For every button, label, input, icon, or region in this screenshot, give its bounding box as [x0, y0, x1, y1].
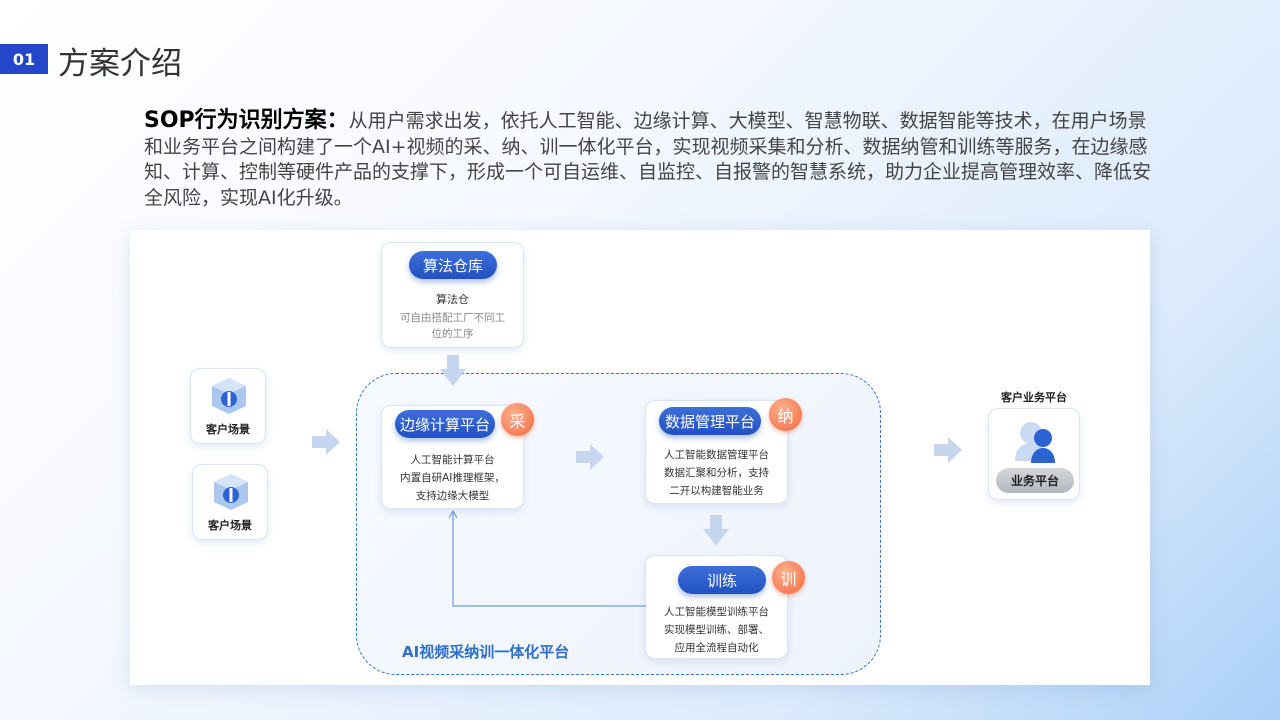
- collect-badge: 采: [501, 403, 534, 436]
- business-platform-pill: 业务平台: [996, 468, 1074, 493]
- right-arrow-icon: [576, 444, 604, 470]
- training-desc-1: 人工智能模型训练平台: [664, 606, 769, 618]
- algo-warehouse-card: 算法仓库 算法仓 可自由搭配工厂不同工 位的工序: [381, 242, 524, 348]
- intro-body: 从用户需求出发，依托人工智能、边缘计算、大模型、智慧物联、数据智能等技术，在用户…: [144, 110, 1152, 209]
- feedback-loop-arrow: [448, 509, 646, 607]
- manage-badge: 纳: [769, 398, 802, 431]
- data-management-card: 人工智能数据管理平台 数据汇聚和分析，支持 二开以构建智能业务: [645, 400, 788, 504]
- data-desc-1: 人工智能数据管理平台: [664, 449, 769, 461]
- edge-desc-2: 内置自研AI推理框架，: [400, 472, 505, 484]
- training-pill: 训练: [678, 566, 766, 594]
- customer-scene-label-2: 客户场景: [208, 519, 252, 532]
- edge-desc-1: 人工智能计算平台: [410, 454, 495, 466]
- edge-desc-3: 支持边缘大模型: [415, 490, 490, 502]
- algo-warehouse-pill: 算法仓库: [409, 251, 497, 279]
- train-badge: 训: [772, 561, 805, 594]
- factory-cube-icon: [214, 474, 248, 510]
- intro-paragraph: SOP行为识别方案：从用户需求出发，依托人工智能、边缘计算、大模型、智慧物联、数…: [144, 108, 1154, 211]
- customer-scene-card-2: 客户场景: [192, 464, 268, 540]
- edge-computing-pill: 边缘计算平台: [395, 410, 495, 438]
- data-desc-2: 数据汇聚和分析，支持: [664, 467, 769, 479]
- ai-platform-label: AI视频采纳训一体化平台: [402, 643, 570, 661]
- data-management-pill: 数据管理平台: [659, 407, 761, 435]
- users-icon: [1015, 422, 1055, 463]
- down-arrow-icon: [440, 355, 466, 386]
- data-desc-3: 二开以构建智能业务: [669, 485, 764, 497]
- right-arrow-icon: [312, 429, 340, 455]
- training-desc-3: 应用全流程自动化: [674, 642, 759, 654]
- algo-warehouse-desc-1: 可自由搭配工厂不同工: [400, 312, 505, 324]
- right-arrow-icon: [934, 437, 962, 463]
- down-arrow-icon: [703, 515, 729, 546]
- business-platform-card: 业务平台: [988, 408, 1080, 500]
- intro-lead: SOP行为识别方案：: [144, 108, 349, 133]
- algo-warehouse-title: 算法仓: [436, 293, 469, 306]
- algo-warehouse-desc-2: 位的工序: [431, 328, 474, 340]
- factory-cube-icon: [212, 378, 246, 414]
- section-number-badge: 01: [0, 44, 48, 74]
- training-desc-2: 实现模型训练、部署、: [664, 624, 769, 636]
- business-platform-title: 客户业务平台: [1001, 391, 1067, 404]
- customer-scene-card-1: 客户场景: [190, 368, 266, 444]
- page-title: 方案介绍: [58, 46, 182, 82]
- customer-scene-label-1: 客户场景: [206, 423, 250, 436]
